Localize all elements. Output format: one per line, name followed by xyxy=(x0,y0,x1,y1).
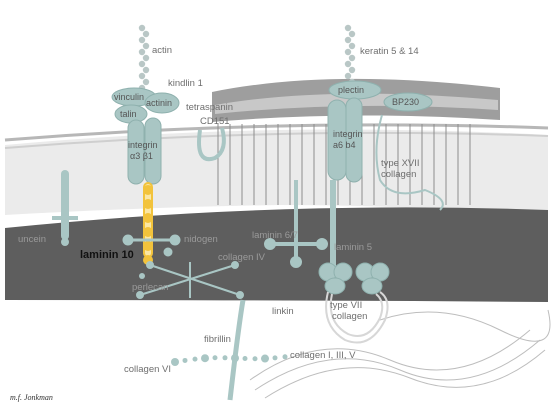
label-type-xvii-collagen: collagen xyxy=(381,169,416,180)
collagen-vi-bead xyxy=(261,354,269,363)
collagen-vi-beads xyxy=(171,354,288,366)
integrin-beta1-subunit xyxy=(144,117,162,185)
laminin-10-protein xyxy=(143,182,153,265)
keratin-bead xyxy=(348,54,356,62)
collagen-vi-bead xyxy=(201,354,209,363)
label-laminin-6-7: laminin 6/7 xyxy=(252,230,298,241)
label-fibrillin: fibrillin xyxy=(204,334,231,345)
label-type-vii-collagen: collagen xyxy=(332,311,367,322)
keratin-bead xyxy=(344,60,352,68)
integrin-beta4-subunit xyxy=(345,97,363,183)
collagen-vi-bead xyxy=(231,354,239,363)
label-talin: talin xyxy=(120,109,137,119)
label-collagen-iv: collagen IV xyxy=(218,252,266,263)
actin-bead xyxy=(142,54,150,62)
label-plectin: plectin xyxy=(338,85,364,95)
label-tetraspanin: tetraspanin xyxy=(186,102,233,113)
integrin-alpha3-subunit xyxy=(127,119,145,185)
label-type-xvii: type XVII xyxy=(381,158,420,169)
keratin-bead xyxy=(344,48,352,56)
label-laminin-5: laminin 5 xyxy=(334,242,372,253)
label-bp230: BP230 xyxy=(392,97,419,107)
label-vinculin: vinculin xyxy=(114,92,144,102)
laminin-6-7-protein xyxy=(264,180,328,268)
keratin-bead xyxy=(344,36,352,44)
actin-bead xyxy=(142,30,150,38)
actin-bead xyxy=(138,24,146,32)
label-type-vii: type VII xyxy=(330,300,362,311)
collagen-vi-bead xyxy=(252,356,258,362)
keratin-bead xyxy=(344,72,352,80)
actin-bead xyxy=(138,72,146,80)
actin-bead xyxy=(138,36,146,44)
label-collagen-vi: collagen VI xyxy=(124,364,171,375)
keratin-bead xyxy=(348,30,356,38)
label-actinin: actinin xyxy=(146,98,172,108)
collagen-vi-bead xyxy=(272,355,278,361)
collagen-vi-bead xyxy=(242,356,248,362)
label-kindlin: kindlin 1 xyxy=(168,78,203,89)
actin-bead xyxy=(142,66,150,74)
label-nidogen: nidogen xyxy=(184,234,218,245)
label-linkin: linkin xyxy=(272,306,294,317)
perlecan-protein xyxy=(139,273,145,279)
label-uncein: uncein xyxy=(18,234,46,245)
fibrillin-microfibril xyxy=(227,299,246,401)
label-integrin-alpha3: integrin xyxy=(128,140,158,150)
keratin-bead xyxy=(348,66,356,74)
keratin-filament xyxy=(344,24,356,86)
actin-bead xyxy=(138,60,146,68)
type-vii-collagen-fibril xyxy=(325,291,389,344)
collagen-iv-network xyxy=(136,261,244,299)
uncein-protein xyxy=(52,170,78,246)
keratin-bead xyxy=(348,42,356,50)
collagen-vi-bead xyxy=(192,356,198,362)
label-keratin: keratin 5 & 14 xyxy=(360,46,419,57)
tetraspanin-cd151 xyxy=(197,127,226,162)
laminin-5-protein xyxy=(318,262,390,295)
bp230-protein xyxy=(383,92,433,112)
actin-bead xyxy=(142,78,150,86)
actin-bead xyxy=(138,48,146,56)
label-perlecan: perlecan xyxy=(132,282,168,293)
label-integrin-alpha6-sub: a6 b4 xyxy=(333,140,356,150)
keratin-bead xyxy=(344,24,352,32)
author-credit: m.f. Jonkman xyxy=(10,393,53,402)
actin-filament xyxy=(138,24,150,92)
label-actin: actin xyxy=(152,45,172,56)
label-cd151: CD151 xyxy=(200,116,230,127)
type-xvii-collagen xyxy=(375,114,444,211)
collagen-fibres xyxy=(249,309,551,399)
label-integrin-alpha3-sub: α3 β1 xyxy=(130,151,153,161)
collagen-vi-bead xyxy=(282,354,288,360)
nidogen-network xyxy=(122,234,181,257)
collagen-vi-bead xyxy=(171,358,179,366)
collagen-vi-bead xyxy=(212,355,218,361)
actin-bead xyxy=(142,42,150,50)
collagen-vi-bead xyxy=(182,357,188,363)
label-integrin-alpha6: integrin xyxy=(333,129,363,139)
label-collagen-i-iii-v: collagen I, III, V xyxy=(290,350,356,361)
collagen-vi-bead xyxy=(222,355,228,361)
actinin-protein xyxy=(144,92,180,114)
label-laminin-10: laminin 10 xyxy=(80,249,134,261)
